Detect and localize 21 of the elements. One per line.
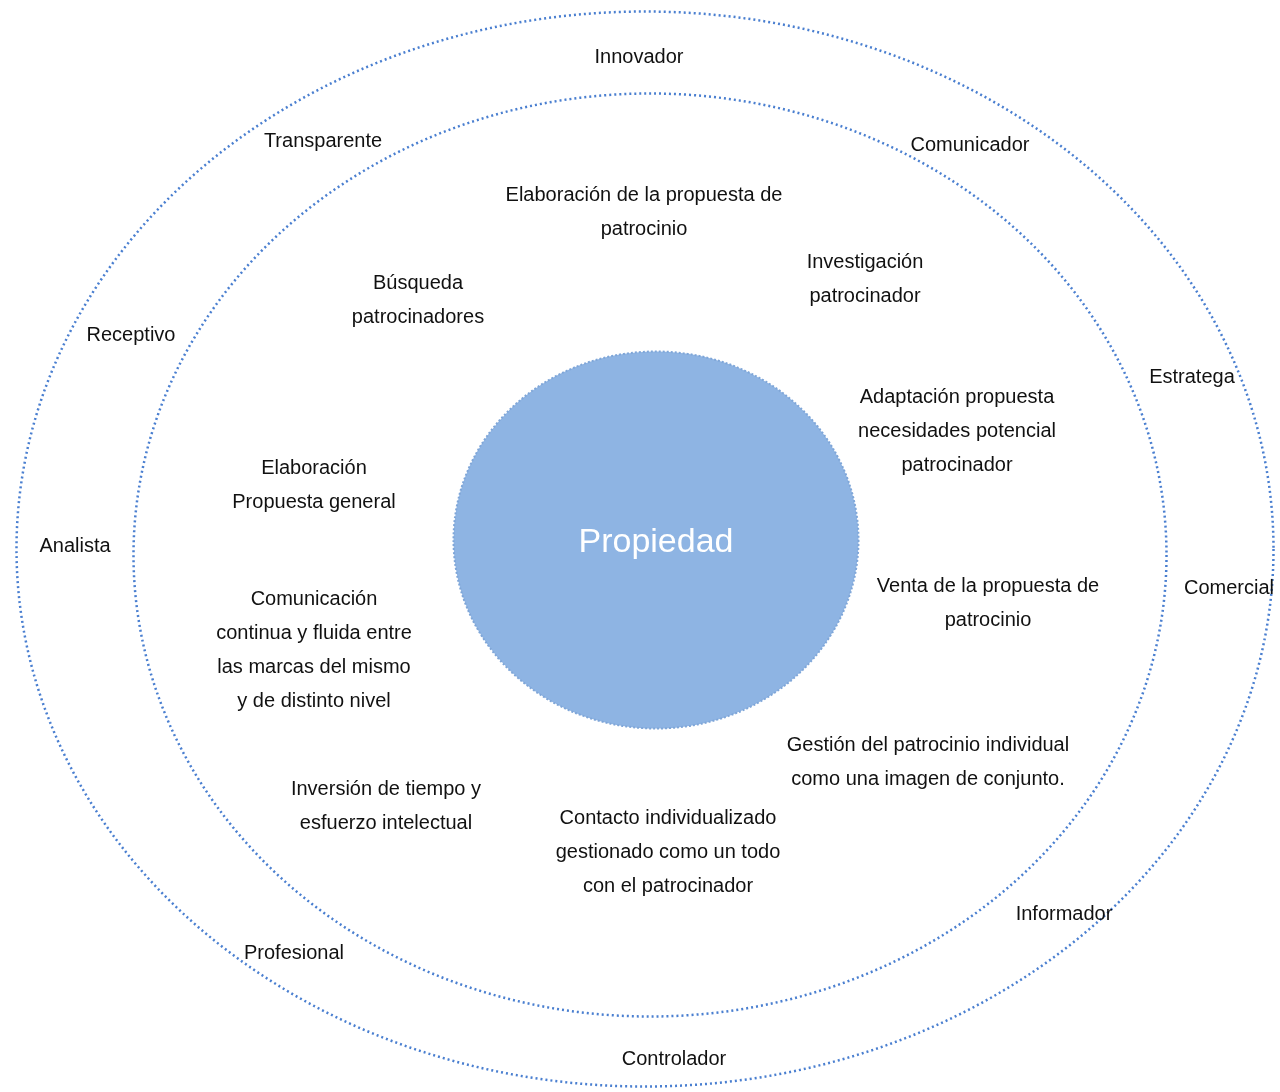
role-label: Transparente [262,128,384,153]
activity-text: Búsqueda patrocinadores [350,270,486,329]
role-label: Comunicador [909,132,1031,157]
role-label: Estratega [1148,364,1236,389]
role-label: Analista [38,533,112,558]
role-label: Comercial [1183,575,1275,600]
activity-text: Gestión del patrocinio individual como una imagen de conjunto. [785,732,1071,791]
role-label: Receptivo [85,322,177,347]
activity-text: Comunicación continua y fluida entre las marcas del mismo y de distinto nivel [215,586,413,713]
role-label: Controlador [620,1046,728,1071]
activity-text: Elaboración Propuesta general [231,455,397,514]
activity-text: Contacto individualizado gestionado como un todo con el patrocinador [554,805,782,898]
activity-text: Investigación patrocinador [805,249,925,308]
role-label: Innovador [593,44,685,69]
role-label: Profesional [242,940,346,965]
activity-text: Venta de la propuesta de patrocinio [875,573,1101,632]
activity-text: Elaboración de la propuesta de patrocinio [504,182,784,241]
role-label: Informador [1014,901,1114,926]
center-label: Propiedad [578,520,734,560]
activity-text: Adaptación propuesta necesidades potencial patrocinador [857,384,1057,477]
activity-text: Inversión de tiempo y esfuerzo intelectual [289,776,483,835]
